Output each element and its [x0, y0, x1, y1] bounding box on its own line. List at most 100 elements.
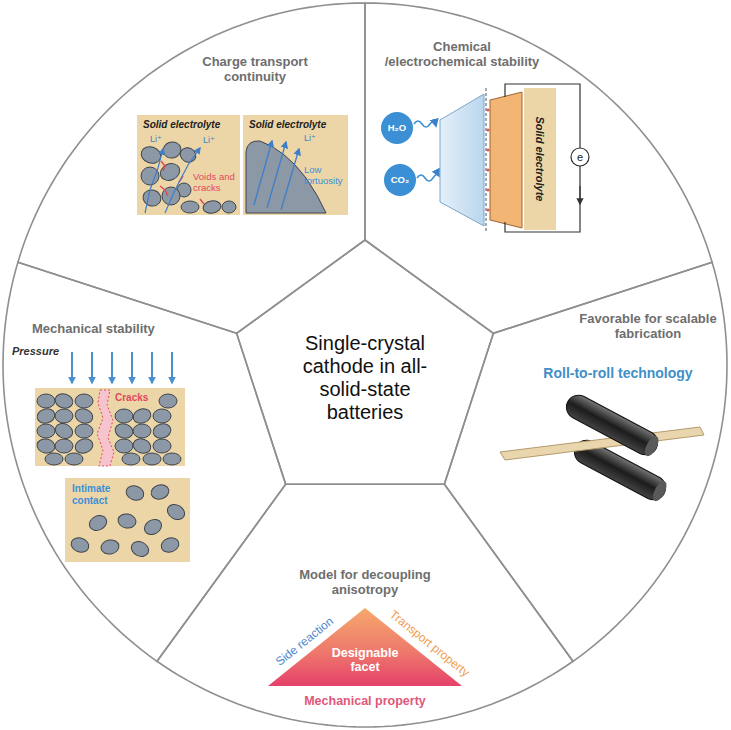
cracked-particles-figure — [53, 392, 74, 410]
roll-to-roll-figure — [642, 434, 661, 458]
roll-to-roll-figure — [500, 391, 704, 504]
voids-particles-figure — [161, 140, 183, 160]
pressure-arrows — [111, 352, 113, 383]
cracked-particles-figure — [55, 439, 73, 453]
cracked-particles-figure — [73, 406, 95, 425]
interface-stability-figure — [490, 92, 522, 228]
cracked-particles-figure — [53, 421, 75, 441]
single-crystal-particle-figure — [254, 141, 272, 205]
interface-stability-figure — [381, 84, 589, 232]
electrolyte-label: Solid electrolyte — [534, 117, 547, 202]
pressure-arrows — [131, 352, 133, 383]
dispersed-particles-figure — [165, 501, 188, 522]
sector-panel-path — [18, 3, 365, 333]
dispersed-particles-figure — [100, 539, 120, 556]
voids-particles-figure — [145, 149, 163, 213]
interface-stability-figure — [440, 94, 484, 226]
roll-to-roll-figure — [650, 479, 669, 503]
interface-stability-figure — [487, 209, 490, 212]
sector-panel-path — [444, 262, 727, 661]
cracked-particles-figure — [153, 439, 171, 453]
pressure-arrows — [91, 352, 93, 383]
interface-stability-figure — [487, 129, 490, 132]
cracked-particles-figure — [153, 409, 171, 423]
interface-stability-figure — [579, 186, 580, 204]
interface-stability-figure — [486, 88, 487, 232]
cracked-particles-figure — [55, 409, 73, 423]
sector-panel-path — [157, 484, 573, 727]
cracked-particles-figure — [37, 394, 55, 408]
triangle-base-label: Mechanical property — [265, 694, 465, 708]
dispersed-particles-figure — [124, 483, 146, 502]
single-crystal-particle-figure — [267, 142, 286, 208]
voids-particles-figure — [160, 186, 168, 196]
voids-particles-figure — [181, 201, 199, 213]
interface-stability-figure — [417, 174, 439, 181]
voids-particles-figure — [165, 148, 200, 213]
dispersed-particles-figure — [87, 513, 109, 533]
cracked-particles-figure — [159, 394, 177, 408]
cracked-particles-figure — [65, 453, 83, 465]
roll-to-roll-figure — [562, 391, 662, 459]
dispersed-particles-figure — [159, 535, 181, 554]
ion-label: Li⁺ — [304, 133, 316, 143]
dispersed-particles-figure — [129, 539, 151, 559]
electrolyte-label: Solid electrolyte — [249, 119, 326, 131]
pressure-arrows — [171, 352, 173, 383]
pressure-arrows — [72, 352, 172, 383]
interface-stability-figure — [487, 189, 490, 192]
sector-panel: Model for decoupling anisotropyDesignabl… — [156, 483, 574, 728]
sector-panel-path — [3, 262, 286, 661]
sector-heading: Model for decoupling anisotropy — [288, 568, 443, 598]
interface-stability-figure — [487, 169, 490, 172]
cracked-particles-figure — [115, 439, 133, 453]
cracked-particles-figure — [35, 407, 56, 425]
voids-particles-figure — [161, 161, 165, 171]
sector-heading: Favorable for scalable fabrication — [573, 312, 723, 342]
ion-label: Li⁺ — [150, 134, 162, 144]
sector-panel-path — [365, 3, 712, 333]
pressure-arrows — [151, 352, 153, 383]
ion-label: Li⁺ — [203, 135, 215, 145]
voids-particles-figure — [200, 199, 204, 204]
cracked-particles-figure — [97, 390, 114, 466]
electron-label: e — [577, 151, 583, 164]
single-crystal-particle-figure — [246, 141, 326, 213]
dispersed-particles-figure — [149, 483, 170, 501]
voids-particles-figure — [202, 200, 222, 215]
cracked-particles-figure — [113, 422, 134, 440]
voids-particles-figure — [141, 188, 163, 208]
voids-particles-figure — [158, 161, 183, 184]
molecule-label: H₂O — [388, 123, 406, 134]
pressure-arrows — [71, 352, 73, 383]
crack-label: Cracks — [115, 392, 148, 404]
interface-stability-figure — [384, 164, 416, 196]
dispersed-particles-figure — [117, 513, 137, 530]
dispersed-particles-figure — [69, 535, 91, 554]
roll-to-roll-figure — [562, 391, 662, 459]
single-crystal-particle-figure — [281, 149, 299, 210]
void-label: Voids and cracks — [193, 172, 239, 194]
cracked-particles-figure — [35, 390, 181, 466]
cracked-particles-figure — [115, 409, 133, 423]
electrolyte-label: Solid electrolyte — [143, 119, 220, 131]
contact-label: Intimate contact — [72, 483, 118, 506]
single-crystal-particle-figure — [246, 141, 326, 213]
sector-heading: Charge transport continuity — [194, 55, 316, 85]
sector-heading: Chemical /electrochemical stability — [384, 40, 541, 70]
voids-particles-figure — [141, 167, 159, 185]
pressure-label: Pressure — [12, 345, 59, 358]
interface-stability-figure — [505, 84, 580, 232]
dispersed-particles-figure — [69, 483, 187, 559]
sector-heading: Mechanical stability — [32, 322, 172, 337]
voids-particles-figure — [222, 201, 236, 213]
tortuosity-label: Low tortuosity — [304, 165, 346, 187]
interface-stability-figure — [487, 149, 490, 152]
cracked-particles-figure — [75, 394, 93, 408]
interface-stability-figure — [487, 109, 490, 112]
cracked-particles-figure — [122, 453, 140, 465]
facet-label: Designable facet — [320, 646, 410, 675]
voids-particles-figure — [139, 140, 236, 215]
center-pentagon-path — [237, 240, 494, 484]
cracked-particles-figure — [143, 453, 161, 465]
